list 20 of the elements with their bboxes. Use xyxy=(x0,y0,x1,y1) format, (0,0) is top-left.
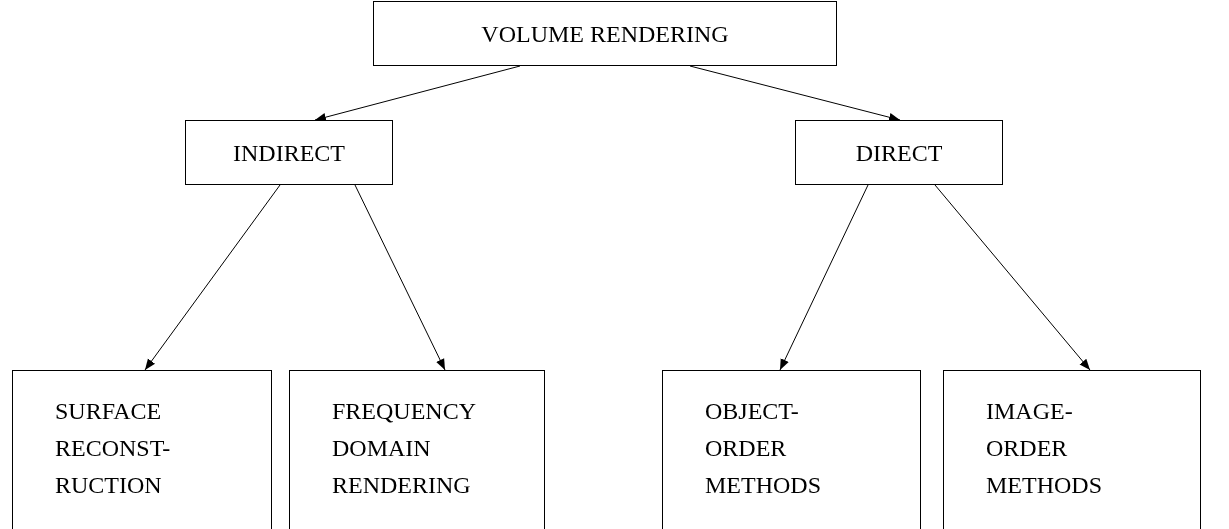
arrow xyxy=(144,184,281,371)
node-label: DIRECT xyxy=(855,138,943,168)
process-box xyxy=(662,370,921,529)
process-box xyxy=(185,120,393,185)
arrow xyxy=(779,184,869,371)
node-label: VOLUME RENDERING xyxy=(481,19,729,49)
process-box xyxy=(12,370,272,529)
node-label: FREQUENCY DOMAIN RENDERING xyxy=(332,397,477,500)
arrow xyxy=(354,184,446,371)
process-box xyxy=(289,370,545,529)
node-label: IMAGE- ORDER METHODS xyxy=(986,397,1103,500)
node-label: SURFACE RECONST- RUCTION xyxy=(55,397,172,500)
process-box xyxy=(795,120,1003,185)
node-label: INDIRECT xyxy=(233,138,345,168)
arrow xyxy=(689,65,901,122)
node-label: OBJECT- ORDER METHODS xyxy=(705,397,822,500)
arrow xyxy=(314,65,521,122)
arrow xyxy=(934,184,1091,371)
process-box xyxy=(943,370,1201,529)
process-box xyxy=(373,1,837,66)
